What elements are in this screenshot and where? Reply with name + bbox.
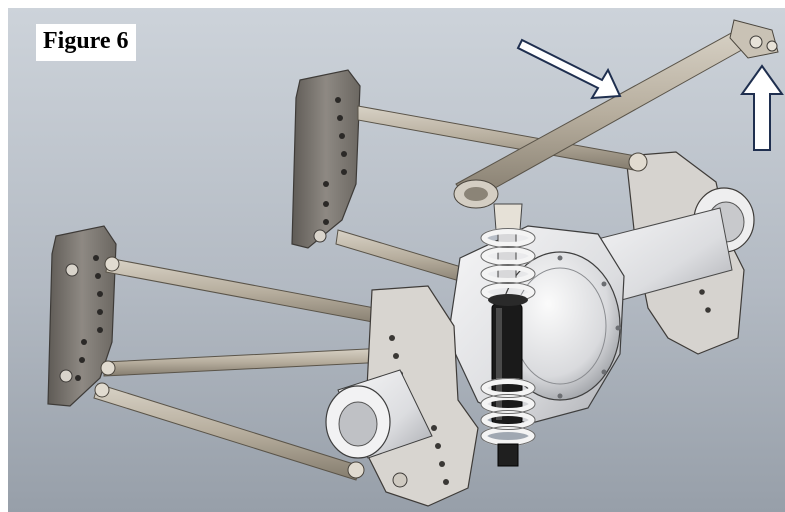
upper-left-frame-bracket [291,69,361,249]
arrow-up-icon [740,64,784,151]
figure-caption: Figure 6 [36,24,136,61]
lower-left-frame-bracket [47,225,117,407]
coilover-shock [480,203,536,467]
arrow-diagonal-icon [516,38,622,100]
left-links [93,256,397,481]
suspension-render [8,8,785,512]
top-crossbar [453,19,779,209]
left-axle-bracket [325,285,479,507]
